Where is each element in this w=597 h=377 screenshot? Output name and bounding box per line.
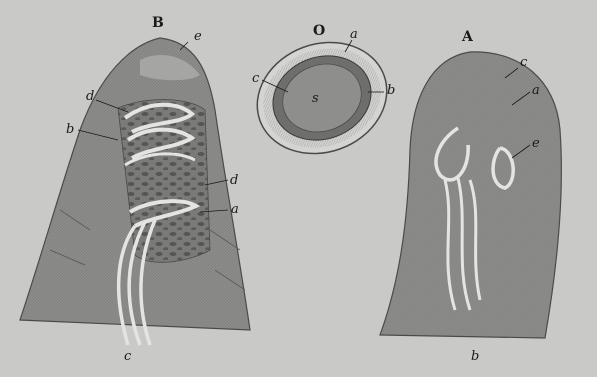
figure-a-part-b: b xyxy=(471,350,479,363)
figure-b-part-c: c xyxy=(124,350,131,363)
figure-b-papilla xyxy=(20,38,250,345)
figure-label-b: B xyxy=(152,16,164,30)
figure-o-part-c: c xyxy=(252,72,259,85)
figure-a-part-a: a xyxy=(532,84,540,97)
figure-o-part-b: b xyxy=(387,84,395,97)
figure-o-part-center: s xyxy=(312,92,319,105)
figure-b-part-d-top: d xyxy=(86,90,94,103)
figure-a-part-c: c xyxy=(520,56,527,69)
figure-b-part-e: e xyxy=(194,30,202,43)
figure-o-cross-section xyxy=(242,25,403,172)
figure-o-part-a: a xyxy=(350,28,358,41)
figure-a-part-e: e xyxy=(532,137,540,150)
figure-b-part-a: a xyxy=(231,203,239,216)
figure-b-part-d-right: d xyxy=(230,174,238,187)
figure-b-part-b: b xyxy=(66,123,74,136)
figure-label-a: A xyxy=(462,30,473,44)
figure-label-o: O xyxy=(313,24,325,38)
